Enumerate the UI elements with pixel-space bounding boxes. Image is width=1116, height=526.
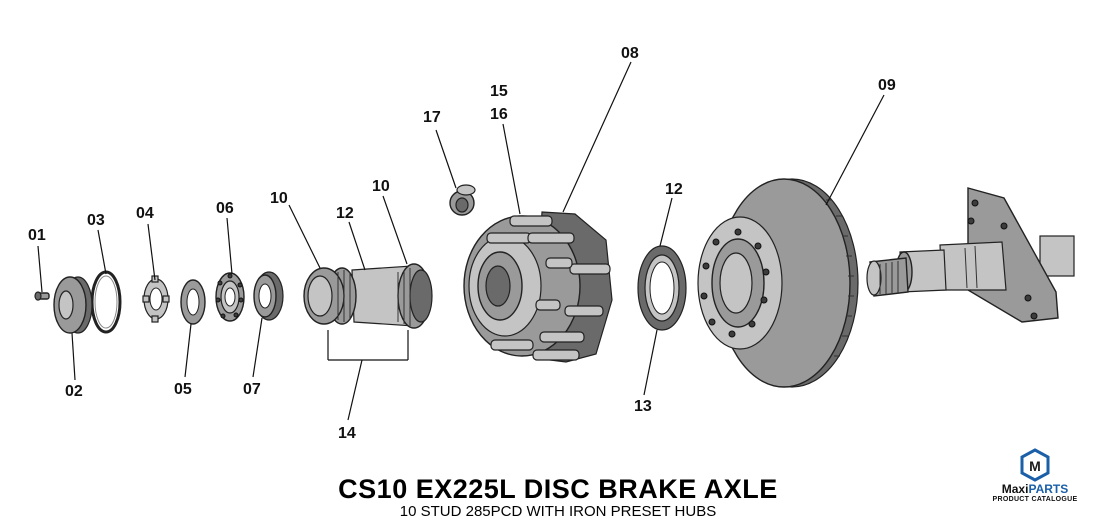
thrust-bearing [215, 272, 245, 322]
part-label-10-left: 10 [270, 190, 288, 207]
part-label-06: 06 [216, 200, 234, 217]
part-label-17: 17 [423, 109, 441, 126]
part-label-12-bearing: 12 [336, 205, 354, 222]
wheel-nut [449, 184, 476, 216]
tab-washer [142, 275, 170, 323]
cap-screw [34, 291, 50, 301]
bearing-assembly [303, 263, 433, 329]
axle-spindle [866, 187, 1075, 323]
hub-seal [637, 245, 687, 331]
wheel-studs [486, 215, 611, 361]
part-label-05: 05 [174, 381, 192, 398]
part-label-13: 13 [634, 398, 652, 415]
part-label-12-seal: 12 [665, 181, 683, 198]
part-label-16: 16 [490, 106, 508, 123]
wheel-hub [463, 211, 613, 363]
castle-nut [253, 271, 284, 321]
logo-tagline: PRODUCT CATALOGUE [992, 496, 1078, 503]
brake-disc [697, 178, 859, 388]
part-label-14: 14 [338, 425, 356, 442]
part-label-10-right: 10 [372, 178, 390, 195]
hexagon-logo-icon: M [1020, 448, 1050, 482]
logo-monogram: M [1029, 458, 1041, 474]
leader-lines [37, 61, 885, 421]
logo-brand: MaxiPARTS [1001, 482, 1069, 496]
part-label-02: 02 [65, 383, 83, 400]
maxiparts-logo: M MaxiPARTS PRODUCT CATALOGUE [985, 448, 1085, 508]
part-label-08: 08 [621, 45, 639, 62]
part-label-03: 03 [87, 212, 105, 229]
part-label-01: 01 [28, 227, 46, 244]
part-label-04: 04 [136, 205, 154, 222]
part-label-15: 15 [490, 83, 508, 100]
part-label-07: 07 [243, 381, 261, 398]
diagram-title: CS10 EX225L DISC BRAKE AXLE [338, 474, 778, 504]
hex-washer [180, 279, 206, 325]
diagram-subtitle: 10 STUD 285PCD WITH IRON PRESET HUBS [399, 503, 717, 520]
part-label-09: 09 [878, 77, 896, 94]
hub-cap [53, 276, 93, 334]
gasket-ring [90, 270, 122, 334]
